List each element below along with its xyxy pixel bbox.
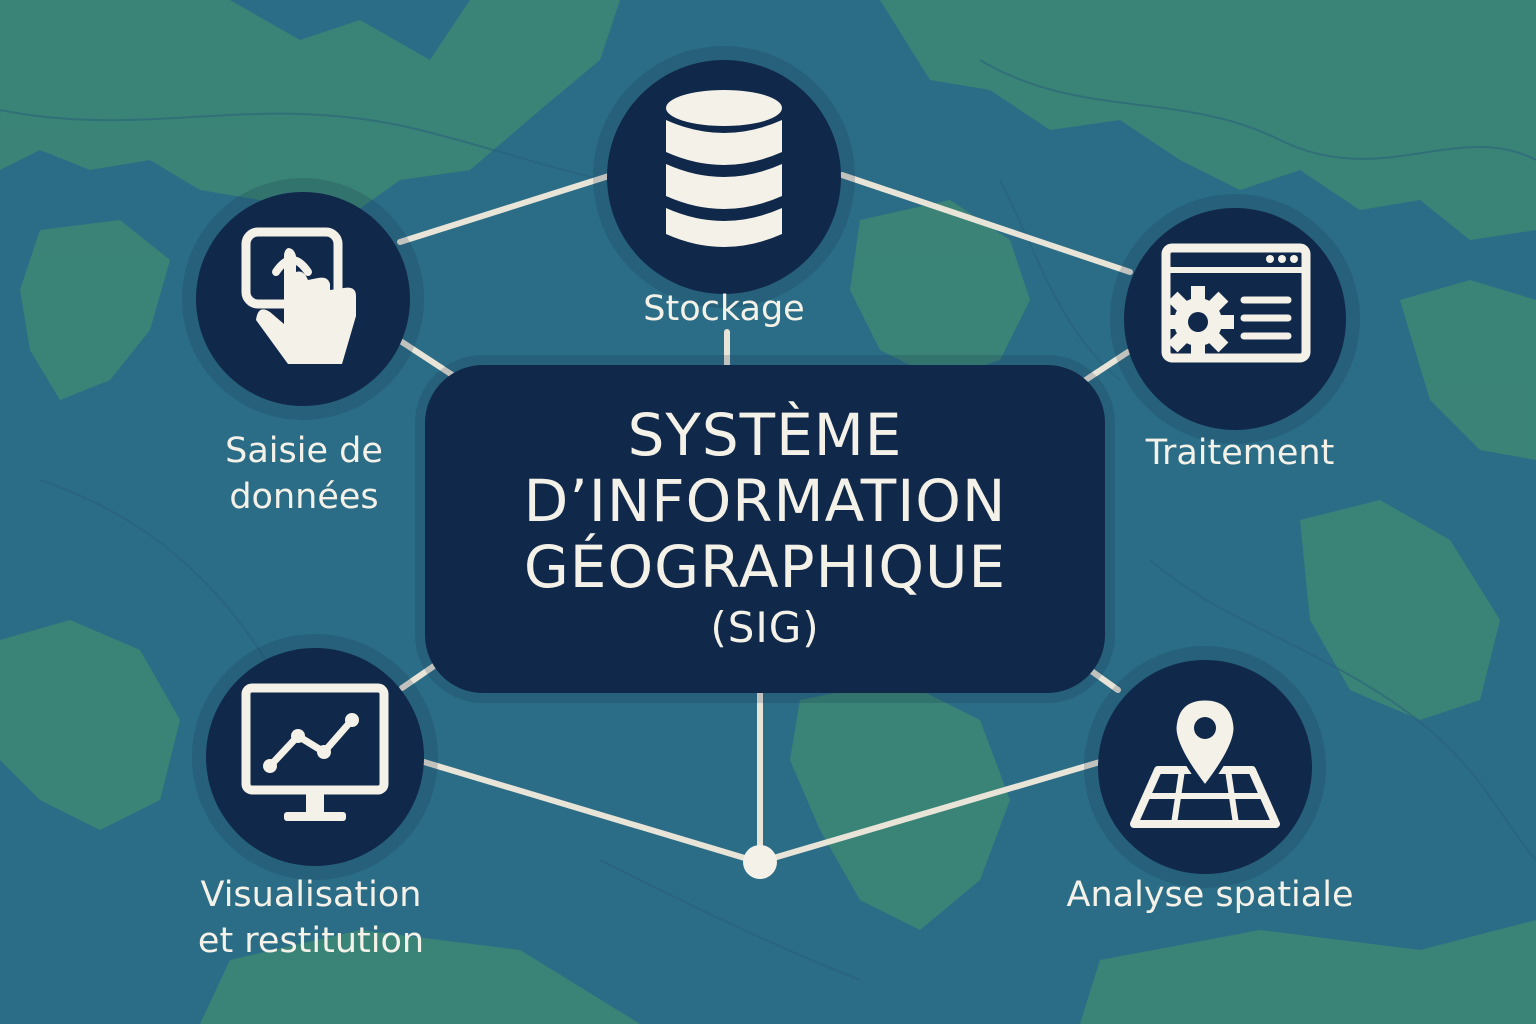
label-traitement: Traitement <box>1118 430 1362 476</box>
node-analyse-spatiale <box>1098 660 1312 874</box>
label-traitement-text: Traitement <box>1145 433 1335 473</box>
connector-junction <box>743 845 777 879</box>
label-visualisation: Visualisation et restitution <box>180 872 442 964</box>
label-visualisation-line1: Visualisation <box>200 875 422 915</box>
gear-icon <box>1162 286 1234 358</box>
title-line-4: (SIG) <box>710 603 820 652</box>
label-saisie-line1: Saisie de <box>225 431 383 471</box>
gear-window-icon <box>1161 243 1311 363</box>
node-saisie-donnees <box>196 192 410 406</box>
database-icon <box>666 90 782 247</box>
node-traitement <box>1124 208 1346 430</box>
label-analyse-text: Analyse spatiale <box>1066 875 1354 915</box>
label-saisie-line2: données <box>229 477 379 517</box>
label-saisie-donnees: Saisie de données <box>190 428 418 520</box>
label-stockage: Stockage <box>600 286 848 332</box>
label-visualisation-line2: et restitution <box>197 921 425 961</box>
title-line-2: D’INFORMATION <box>523 467 1007 535</box>
label-analyse-spatiale: Analyse spatiale <box>1040 872 1380 918</box>
central-title-box: SYSTÈME D’INFORMATION GÉOGRAPHIQUE (SIG) <box>425 365 1105 693</box>
monitor-chart-icon <box>241 683 389 821</box>
node-stockage <box>607 60 841 294</box>
node-visualisation <box>206 648 424 866</box>
label-stockage-text: Stockage <box>643 289 805 329</box>
title-line-1: SYSTÈME <box>627 401 903 469</box>
map-pin-icon <box>1130 695 1280 828</box>
title-line-3: GÉOGRAPHIQUE <box>523 533 1007 601</box>
touch-input-icon <box>241 227 356 364</box>
